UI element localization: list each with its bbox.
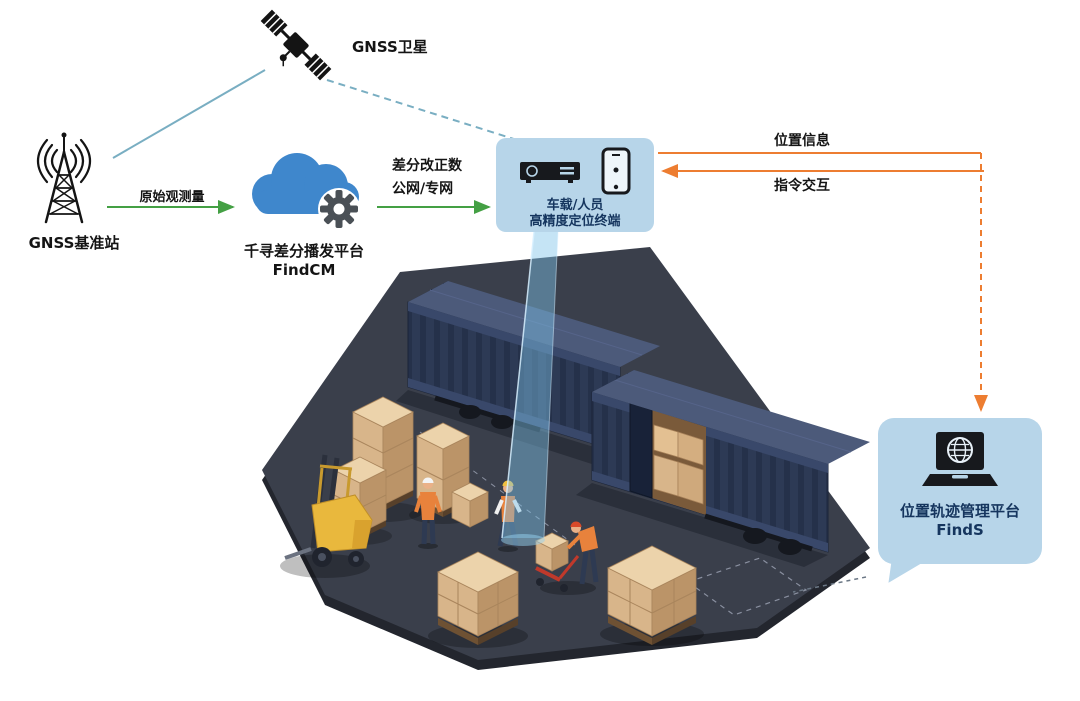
terminal-box: 车载/人员 高精度定位终端 bbox=[496, 138, 654, 232]
satellite-icon bbox=[250, 5, 342, 91]
base-station-label: GNSS基准站 bbox=[28, 234, 120, 252]
pallet-stack-bottom-right bbox=[600, 545, 704, 646]
cloud-platform-icon bbox=[234, 134, 376, 238]
receiver-icon bbox=[520, 162, 580, 183]
management-platform-box: 位置轨迹管理平台 FindS bbox=[878, 418, 1042, 587]
worker-standing bbox=[414, 477, 442, 549]
floor-lane-marking bbox=[686, 557, 808, 616]
laptop-globe-icon bbox=[922, 432, 998, 486]
speech-bubble-tail bbox=[888, 559, 922, 587]
satellite-label: GNSS卫星 bbox=[352, 38, 428, 56]
gear-icon bbox=[320, 190, 358, 228]
shipping-container-b bbox=[576, 370, 870, 567]
command-interaction-label: 指令交互 bbox=[774, 178, 830, 194]
terminal-label-line1: 车载/人员 bbox=[546, 198, 604, 213]
forklift bbox=[280, 454, 373, 578]
link-satellite-terminal-line bbox=[326, 79, 518, 141]
management-platform-name: 位置轨迹管理平台 bbox=[899, 502, 1020, 520]
container-open-door bbox=[629, 402, 706, 515]
link-satellite-station-line bbox=[112, 69, 266, 159]
pallet-stack-bottom-left bbox=[428, 551, 528, 648]
positioning-beam bbox=[501, 231, 559, 546]
smartphone-icon bbox=[601, 147, 631, 195]
network-label: 公网/专网 bbox=[392, 181, 454, 197]
warehouse-illustration bbox=[262, 247, 870, 670]
cloud-platform-product: FindCM bbox=[272, 261, 336, 279]
management-platform-product: FindS bbox=[936, 521, 984, 539]
base-station-icon bbox=[16, 130, 116, 232]
position-info-label: 位置信息 bbox=[774, 133, 830, 149]
shipping-container-a bbox=[396, 281, 660, 466]
raw-observation-label: 原始观测量 bbox=[139, 190, 205, 205]
cloud-platform-name: 千寻差分播发平台 bbox=[243, 242, 364, 260]
diff-correction-label: 差分改正数 bbox=[392, 158, 462, 174]
terminal-icons bbox=[516, 146, 634, 198]
connectors bbox=[107, 69, 988, 593]
terminal-label-line2: 高精度定位终端 bbox=[529, 214, 621, 229]
